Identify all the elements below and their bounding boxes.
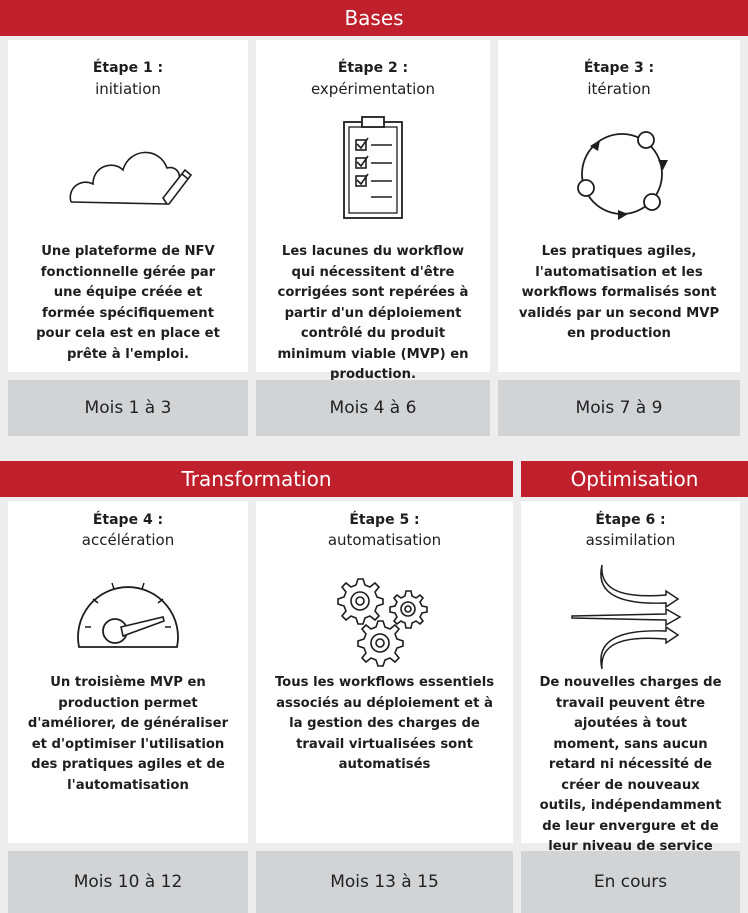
step-period: Mois 1 à 3 (8, 380, 248, 436)
step-title: Étape 1 : (92, 60, 164, 76)
step-description: Un troisième MVP en production permet d'… (27, 675, 229, 793)
section-header-transformation: Transformation (0, 461, 513, 497)
gears-icon (336, 578, 428, 667)
step-subtitle: initiation (95, 80, 161, 98)
step-subtitle: assimilation (585, 531, 676, 549)
step-card-6: Étape 6 : assimilation De nouvelles char… (521, 501, 740, 854)
section-header-bases: Bases (0, 0, 748, 36)
step-description: Les lacunes du workflow qui nécessitent … (277, 244, 469, 382)
step-subtitle: expérimentation (310, 80, 436, 98)
step-card-5: Étape 5 : automatisation Tous les workfl… (256, 501, 513, 843)
cloud-pencil-icon (69, 151, 193, 205)
step-subtitle: itération (587, 80, 651, 98)
step-subtitle: automatisation (327, 531, 442, 549)
step-card-1: Étape 1 : initiation Une plateforme de N… (8, 40, 248, 372)
speedometer-icon (77, 582, 179, 648)
step-title: Étape 4 : (92, 512, 164, 528)
step-card-4: Étape 4 : accélération Un troisième MVP … (8, 501, 248, 843)
step-title: Étape 3 : (583, 60, 655, 76)
checklist-clipboard-icon (343, 116, 403, 219)
step-period: En cours (521, 851, 740, 913)
step-period: Mois 4 à 6 (256, 380, 490, 436)
step-period: Mois 10 à 12 (8, 851, 248, 913)
step-period: Mois 13 à 15 (256, 851, 513, 913)
step-card-2: Étape 2 : expérimentation Les lacunes du… (256, 40, 490, 382)
step-title: Étape 5 : (349, 512, 420, 528)
step-description: De nouvelles charges de travail peuvent … (539, 675, 722, 854)
cycle-icon (577, 131, 668, 220)
step-period: Mois 7 à 9 (498, 380, 740, 436)
step-card-3: Étape 3 : itération Les pratiques agiles… (498, 40, 740, 372)
step-description: Une plateforme de NFV fonctionnelle géré… (36, 244, 220, 362)
step-title: Étape 2 : (337, 60, 409, 76)
step-subtitle: accélération (81, 531, 175, 549)
step-description: Tous les workflows essentiels associés a… (274, 675, 495, 772)
merging-arrows-icon (570, 564, 682, 670)
section-header-optimisation: Optimisation (521, 461, 748, 497)
step-description: Les pratiques agiles, l'automatisation e… (518, 244, 720, 341)
step-title: Étape 6 : (595, 512, 666, 528)
